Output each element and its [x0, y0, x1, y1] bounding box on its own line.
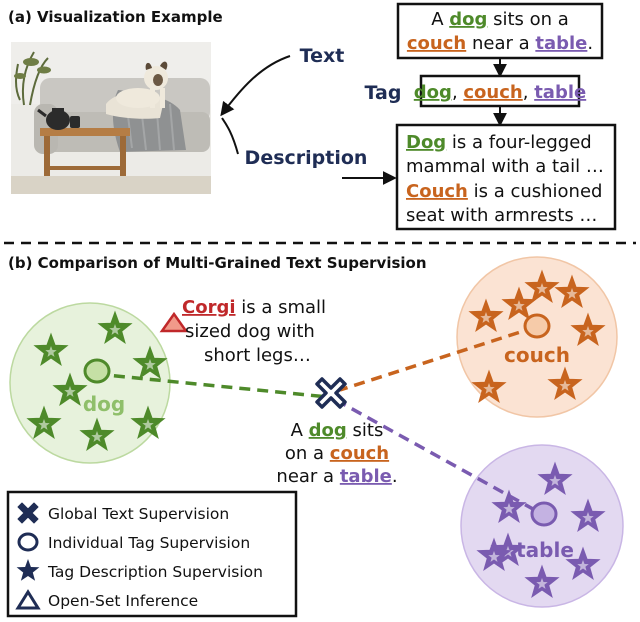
table-tag-node [530, 501, 558, 527]
corgi-text-line-2: sized dog with [185, 321, 315, 342]
dog-description-star-highlight-1 [45, 346, 57, 357]
couch-description-star-highlight-6 [483, 383, 495, 394]
text-label: Text [300, 45, 345, 67]
tag-label: Tag [365, 82, 402, 104]
legend-open-set-label: Open-Set Inference [48, 592, 198, 610]
table-description-star-highlight-5 [488, 551, 500, 562]
dog-description-star-highlight-6 [142, 419, 154, 430]
center-text-line-1: A dog sits [291, 420, 384, 441]
dog-description-star-highlight-3 [64, 386, 76, 397]
legend-triangle-icon [15, 589, 41, 610]
legend-star-icon [16, 559, 40, 581]
legend-individual-label: Individual Tag Supervision [48, 534, 250, 552]
table-description-star-highlight-7 [536, 578, 548, 589]
table-supervision-line [335, 398, 543, 516]
dog-supervision-line [95, 372, 329, 399]
text-box-line-1: A dog sits on a [431, 9, 569, 30]
text-curve-arrow [220, 55, 291, 117]
description-line-2: mammal with a tail … [406, 156, 604, 177]
dog-description-star-highlight-7 [91, 431, 103, 442]
couch-description-star-highlight-4 [513, 300, 525, 311]
couch-supervision-line [339, 325, 537, 392]
legend-tag-description-label: Tag Description Supervision [47, 563, 263, 581]
legend-global-label: Global Text Supervision [48, 505, 229, 523]
description-line-1: Dog is a four-legged [406, 132, 592, 153]
couch-description-star-highlight-1 [536, 283, 548, 294]
description-line-4: seat with armrests … [406, 205, 597, 226]
text-box-line-2: couch near a table. [407, 33, 593, 54]
description-line-3: Couch is a cushioned [406, 181, 602, 202]
dog-couch-photo [11, 42, 211, 194]
dog-description-star-highlight-4 [144, 359, 156, 370]
description-curve [221, 117, 239, 155]
center-text-line-3: near a table. [276, 466, 397, 487]
dog-cluster-label: dog [83, 392, 125, 416]
legend-circle-icon [17, 532, 39, 552]
table-cluster-label: table [516, 538, 574, 562]
tag-box-text: dog, couch, table [414, 82, 586, 103]
section-a-title: (a) Visualization Example [8, 8, 223, 26]
table-description-star-highlight-2 [503, 503, 515, 514]
section-b-title: (b) Comparison of Multi-Grained Text Sup… [8, 254, 427, 272]
dog-description-star-highlight-2 [109, 324, 121, 335]
dog-tag-node [83, 358, 111, 384]
couch-description-star-highlight-5 [582, 326, 594, 337]
couch-description-star-highlight-7 [559, 380, 571, 391]
table-description-star-highlight-1 [549, 475, 561, 486]
legend: Global Text Supervision Individual Tag S… [6, 490, 298, 618]
center-text-line-2: on a couch [285, 443, 389, 464]
dog-description-star-highlight-5 [38, 419, 50, 430]
corgi-text-line-1: Corgi is a small [182, 297, 326, 318]
couch-description-star-highlight-2 [480, 312, 492, 323]
description-label: Description [245, 147, 368, 169]
table-description-star-highlight-4 [582, 512, 594, 523]
text-box [396, 2, 604, 60]
couch-cluster-label: couch [504, 343, 570, 367]
open-set-triangle-icon [159, 311, 189, 333]
table-description-star-highlight-6 [577, 560, 589, 571]
legend-x-icon [17, 502, 39, 524]
couch-description-star-highlight-3 [566, 288, 578, 299]
corgi-text-line-3: short legs… [204, 345, 311, 366]
couch-tag-node [523, 313, 551, 339]
global-text-supervision-icon [315, 377, 347, 409]
description-box [395, 123, 617, 231]
